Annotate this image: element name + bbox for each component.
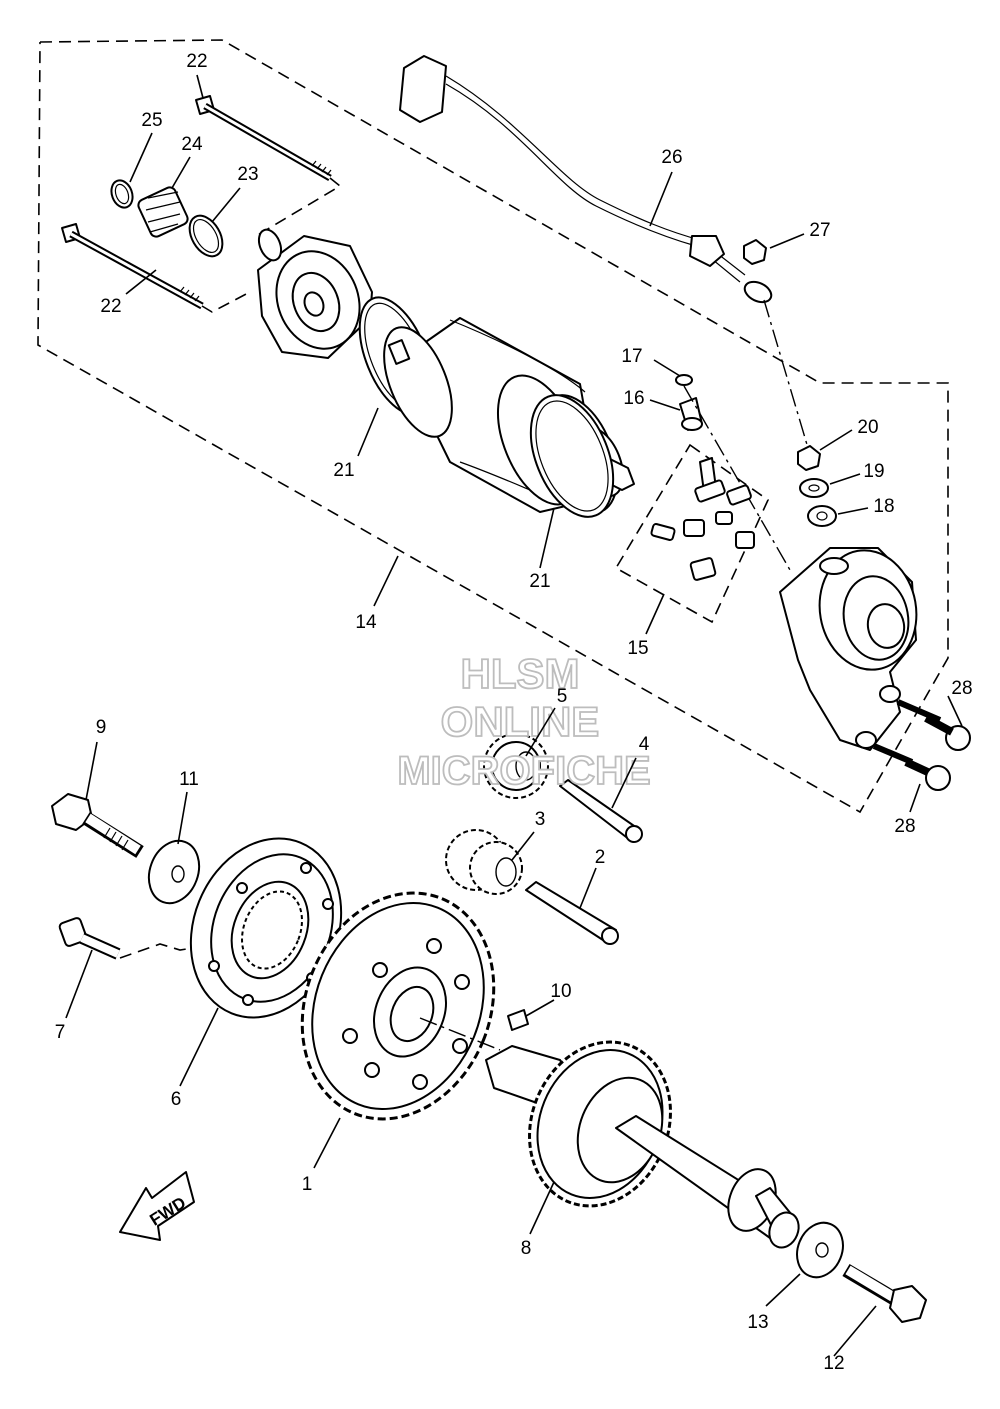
callout-21-right: 21 xyxy=(529,571,550,592)
terminal-axis-line xyxy=(683,385,791,571)
shaft-gear-8 xyxy=(485,1040,800,1249)
watermark-line-3: MICROFICHE xyxy=(397,749,650,793)
nut-27 xyxy=(743,239,767,265)
callout-11: 11 xyxy=(179,769,199,790)
woodruff-key-10 xyxy=(507,1009,529,1031)
callout-7: 7 xyxy=(55,1022,66,1043)
callout-6: 6 xyxy=(171,1089,182,1110)
pinion-gear-24 xyxy=(137,186,189,238)
callout-20: 20 xyxy=(857,417,878,438)
callout-28-upper: 28 xyxy=(951,678,972,699)
callout-17: 17 xyxy=(621,346,642,367)
bolt-28-lower xyxy=(872,743,951,791)
starter-rear-bracket xyxy=(779,547,918,751)
callout-14: 14 xyxy=(355,612,377,633)
bolt-22-upper xyxy=(195,95,332,182)
callout-4: 4 xyxy=(639,734,650,755)
nut-20 xyxy=(797,445,821,471)
o-ring-17 xyxy=(675,374,693,386)
idler-gear-3 xyxy=(445,829,523,895)
o-ring-23 xyxy=(188,214,224,258)
brush-holder-parts xyxy=(650,457,755,581)
shaft-2 xyxy=(525,881,619,945)
starter-clutch-6 xyxy=(189,837,343,1019)
washer-11 xyxy=(147,839,201,905)
callout-22-top: 22 xyxy=(186,51,207,72)
callout-16: 16 xyxy=(623,388,644,409)
bolt-12 xyxy=(842,1263,927,1323)
callout-12: 12 xyxy=(823,1353,844,1374)
washer-19 xyxy=(799,478,829,498)
washer-13 xyxy=(796,1221,844,1279)
watermark-line-1: HLSM xyxy=(461,650,580,697)
leader-lines xyxy=(65,74,963,1357)
callout-3: 3 xyxy=(535,809,546,830)
circlip-25 xyxy=(110,179,134,209)
callout-22-bottom: 22 xyxy=(100,296,121,317)
callout-9: 9 xyxy=(96,717,107,738)
bolt-9 xyxy=(51,793,144,858)
starter-driven-gear-1 xyxy=(300,891,496,1121)
callout-26: 26 xyxy=(661,147,682,168)
callout-1: 1 xyxy=(302,1174,313,1195)
callout-10: 10 xyxy=(550,981,571,1002)
watermark: HLSM ONLINE MICROFICHE xyxy=(396,649,651,794)
callout-15: 15 xyxy=(627,638,648,659)
callout-19: 19 xyxy=(863,461,884,482)
callout-23: 23 xyxy=(237,164,258,185)
callout-28-lower: 28 xyxy=(894,816,915,837)
bolt-22-lower xyxy=(61,223,204,310)
callout-labels: 22 25 24 23 22 26 27 17 16 20 19 18 21 2… xyxy=(55,51,973,1374)
bolt-22-lower-path xyxy=(201,291,251,313)
bolt-28-upper xyxy=(896,699,971,751)
brush-set-15-boundary xyxy=(614,443,770,624)
starter-front-cover xyxy=(257,228,373,359)
watermark-line-2: ONLINE xyxy=(441,698,600,745)
o-ring-21-rear xyxy=(529,394,615,518)
callout-8: 8 xyxy=(521,1238,532,1259)
callout-25: 25 xyxy=(141,110,162,131)
gear-axis-line xyxy=(419,1017,501,1051)
callout-13: 13 xyxy=(747,1312,768,1333)
callout-24: 24 xyxy=(181,134,203,155)
washer-18 xyxy=(807,505,837,527)
terminal-bolt-16 xyxy=(679,397,703,431)
assembly-14-boundary xyxy=(37,39,949,814)
callout-5: 5 xyxy=(557,686,568,707)
starter-lead-26 xyxy=(399,55,773,304)
forward-arrow-icon: FWD xyxy=(119,1171,195,1241)
shaft-4 xyxy=(559,779,643,843)
terminal-chain-line xyxy=(763,299,809,449)
callout-21-left: 21 xyxy=(333,460,354,481)
callout-2: 2 xyxy=(595,847,606,868)
callout-18: 18 xyxy=(873,496,894,517)
callout-27: 27 xyxy=(809,220,830,241)
screw-7 xyxy=(58,917,121,960)
